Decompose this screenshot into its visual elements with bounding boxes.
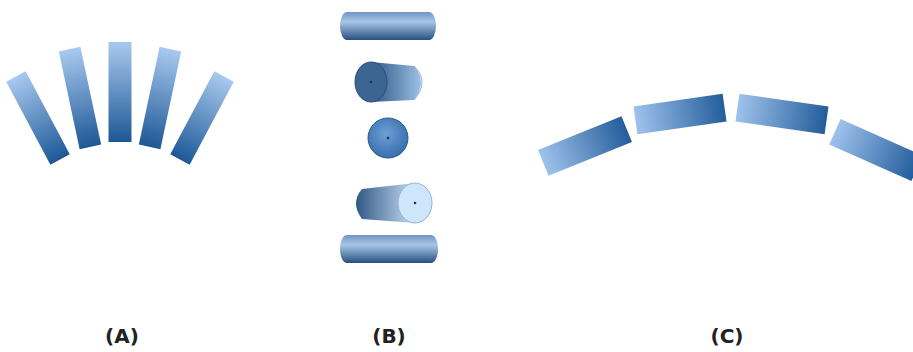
panel-label: (B) xyxy=(372,325,406,347)
arc-rods xyxy=(538,94,913,181)
fan-rods xyxy=(6,42,234,165)
panel-label: (A) xyxy=(105,325,139,347)
panel-label: (C) xyxy=(711,325,744,347)
cylinders xyxy=(340,12,438,263)
